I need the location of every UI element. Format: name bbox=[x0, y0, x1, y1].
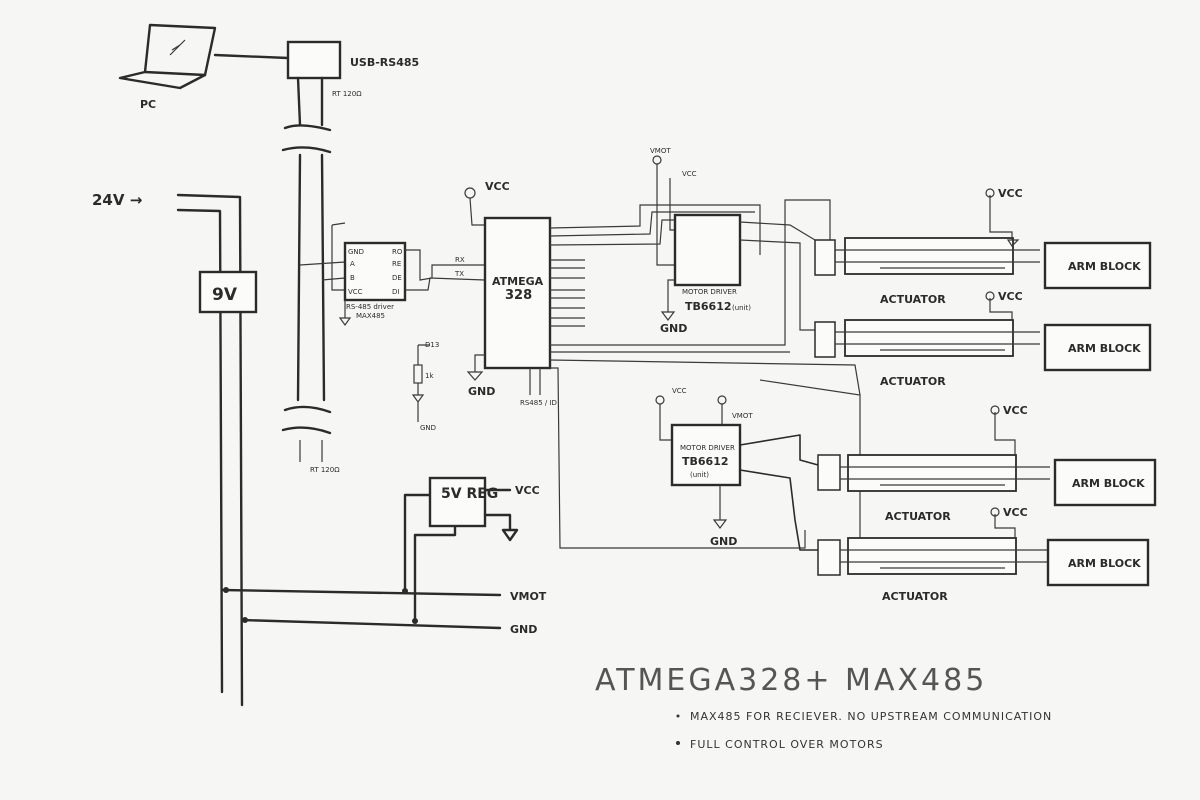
actuator-3: VCC ACTUATOR ARM BLOCK bbox=[817, 404, 1157, 523]
arm-block-1-label: ARM BLOCK bbox=[1068, 260, 1141, 273]
max485-caption-1: RS-485 driver bbox=[346, 303, 394, 311]
mcu-label-1: ATMEGA bbox=[492, 275, 544, 288]
termination-top-label: RT 120Ω bbox=[332, 90, 362, 98]
actuator-4-vcc-label: VCC bbox=[1003, 506, 1028, 519]
driver-bottom-label: TB6612 bbox=[682, 455, 729, 468]
resistor-label: 1k bbox=[425, 372, 434, 380]
tx-label: TX bbox=[454, 270, 464, 278]
usb-rs485-adapter bbox=[286, 40, 342, 80]
actuator-1-label: ACTUATOR bbox=[880, 293, 946, 306]
svg-text:RE: RE bbox=[392, 260, 401, 268]
driver-bottom-gnd-label: GND bbox=[710, 535, 737, 548]
max485-pins: GND A B VCC RO RE DE DI bbox=[348, 248, 403, 296]
driver-bottom-caption: MOTOR DRIVER bbox=[680, 444, 735, 452]
driver-bottom-suffix: (unit) bbox=[690, 471, 709, 479]
actuator-1-vcc-label: VCC bbox=[998, 187, 1023, 200]
power-input-label: 24V → bbox=[92, 191, 142, 209]
svg-text:VCC: VCC bbox=[348, 288, 363, 296]
driver-top-vcc-label: VCC bbox=[682, 170, 697, 178]
driver-top-vmot-label: VMOT bbox=[650, 147, 671, 155]
driver-top-label: TB6612 bbox=[685, 300, 732, 313]
mcu-bottom-note: RS485 / ID bbox=[520, 399, 557, 407]
laptop-icon bbox=[118, 23, 217, 90]
svg-text:DI: DI bbox=[392, 288, 399, 296]
actuator-2-label: ACTUATOR bbox=[880, 375, 946, 388]
driver-top-suffix: (unit) bbox=[732, 304, 751, 312]
pc-label: PC bbox=[140, 98, 156, 111]
actuator-2-vcc-label: VCC bbox=[998, 290, 1023, 303]
vmot-label: VMOT bbox=[510, 590, 547, 603]
actuator-3-label: ACTUATOR bbox=[885, 510, 951, 523]
svg-text:RO: RO bbox=[392, 248, 403, 256]
svg-text:DE: DE bbox=[392, 274, 402, 282]
actuator-1: VCC ACTUATOR ARM BLOCK bbox=[814, 187, 1152, 306]
actuator-3-vcc-label: VCC bbox=[1003, 404, 1028, 417]
actuator-4: VCC ACTUATOR ARM BLOCK bbox=[817, 506, 1150, 603]
driver-top-caption: MOTOR DRIVER bbox=[682, 288, 737, 296]
actuator-4-label: ACTUATOR bbox=[882, 590, 948, 603]
mcu-output-lines bbox=[549, 199, 861, 549]
mcu-vcc-label: VCC bbox=[485, 180, 510, 193]
tb6612-bottom-chip bbox=[670, 423, 742, 487]
regulator-5v-label: 5V REG bbox=[441, 486, 498, 502]
svg-text:A: A bbox=[350, 260, 355, 268]
max485-caption-2: MAX485 bbox=[356, 312, 385, 320]
diagram-title: ATMEGA328+ MAX485 bbox=[595, 663, 987, 698]
led-gnd-label: GND bbox=[420, 424, 436, 432]
svg-text:B: B bbox=[350, 274, 355, 282]
termination-bottom-label: RT 120Ω bbox=[310, 466, 340, 474]
rx-label: RX bbox=[455, 256, 465, 264]
arm-block-2-label: ARM BLOCK bbox=[1068, 342, 1141, 355]
mcu-label-2: 328 bbox=[505, 288, 532, 303]
vcc-out-label: VCC bbox=[515, 484, 540, 497]
led-pin-label: D13 bbox=[425, 341, 439, 349]
tb6612-top-chip bbox=[673, 213, 742, 287]
note-2: FULL CONTROL OVER MOTORS bbox=[690, 738, 884, 751]
regulator-5v bbox=[428, 476, 487, 528]
regulator-9v bbox=[198, 270, 258, 314]
mcu-gnd-label: GND bbox=[468, 385, 495, 398]
usb-rs485-label: USB-RS485 bbox=[350, 56, 419, 69]
gnd-rail-label: GND bbox=[510, 623, 537, 636]
max485-chip bbox=[343, 241, 407, 302]
driver-bottom-vmot-label: VMOT bbox=[732, 412, 753, 420]
svg-text:GND: GND bbox=[348, 248, 364, 256]
driver-bottom-vcc-label: VCC bbox=[672, 387, 687, 395]
arm-block-4-label: ARM BLOCK bbox=[1068, 557, 1141, 570]
driver-top-gnd-label: GND bbox=[660, 322, 687, 335]
note-1: MAX485 FOR RECIEVER. NO UPSTREAM COMMUNI… bbox=[690, 710, 1052, 723]
atmega328-chip bbox=[483, 216, 552, 370]
actuator-2: VCC ACTUATOR ARM BLOCK bbox=[814, 290, 1152, 388]
regulator-9v-label: 9V bbox=[212, 285, 238, 305]
arm-block-3-label: ARM BLOCK bbox=[1072, 477, 1145, 490]
